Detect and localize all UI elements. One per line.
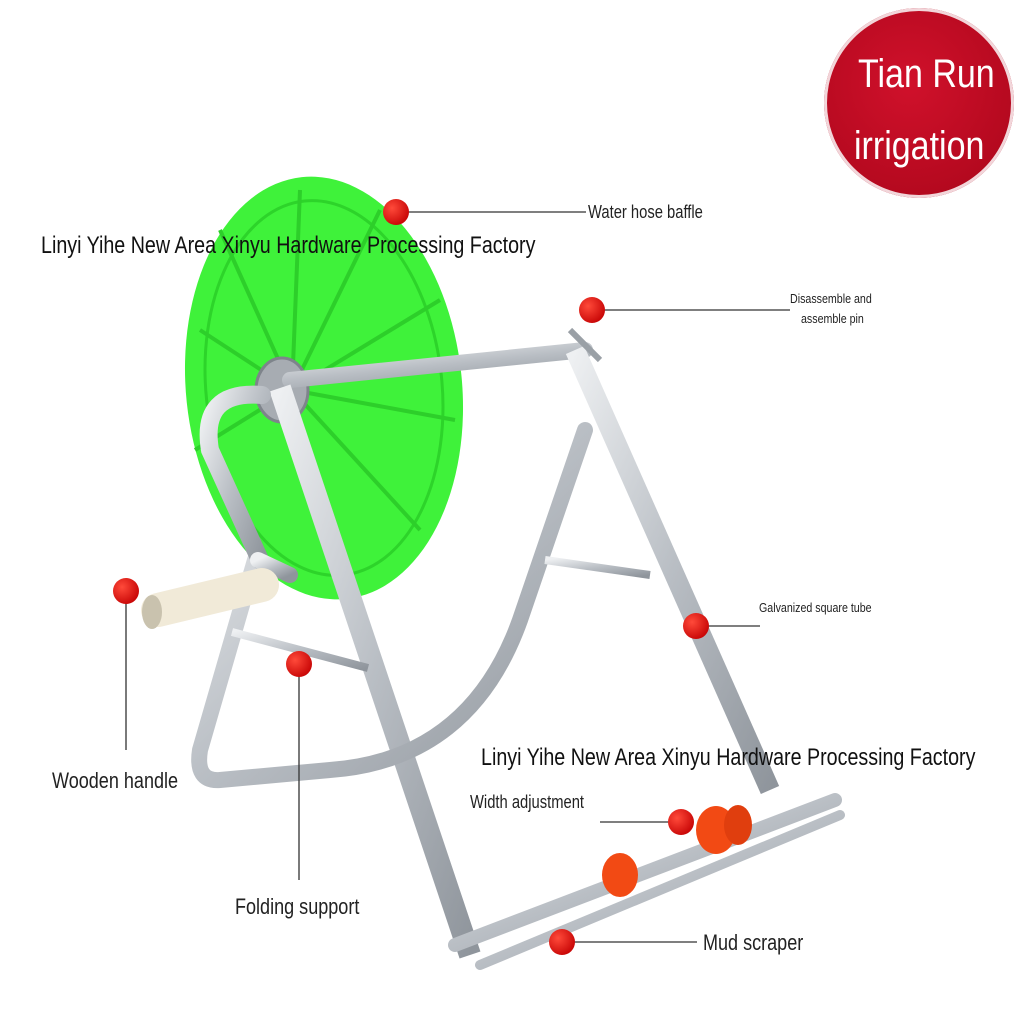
marker-folding-support <box>286 651 312 677</box>
label-pin-line1: Disassemble and <box>790 291 872 306</box>
marker-width-adjustment <box>668 809 694 835</box>
marker-pin <box>579 297 605 323</box>
reel-frame <box>191 327 845 970</box>
label-galvanized-square-tube: Galvanized square tube <box>759 600 872 615</box>
marker-wooden-handle <box>113 578 139 604</box>
logo-text-line1: Tian Run <box>858 52 995 96</box>
crank-handle <box>199 385 298 583</box>
logo-text-line2: irrigation <box>854 124 985 168</box>
marker-mud-scraper <box>549 929 575 955</box>
callout-markers <box>113 199 709 955</box>
brand-logo-badge <box>824 8 1014 198</box>
label-pin-line2: assemble pin <box>801 311 864 326</box>
callout-lines <box>125 211 790 943</box>
label-mud-scraper: Mud scraper <box>703 930 804 955</box>
label-water-hose-baffle: Water hose baffle <box>588 202 703 222</box>
marker-water-hose-baffle <box>383 199 409 225</box>
marker-square-tube <box>683 613 709 639</box>
watermark-bottom: Linyi Yihe New Area Xinyu Hardware Proce… <box>481 744 976 771</box>
width-adjust-rollers <box>602 805 752 897</box>
wooden-handle-grip <box>141 568 279 629</box>
label-folding-support: Folding support <box>235 894 360 919</box>
label-width-adjustment: Width adjustment <box>470 792 585 812</box>
watermark-top: Linyi Yihe New Area Xinyu Hardware Proce… <box>41 232 536 259</box>
label-wooden-handle: Wooden handle <box>52 768 179 793</box>
